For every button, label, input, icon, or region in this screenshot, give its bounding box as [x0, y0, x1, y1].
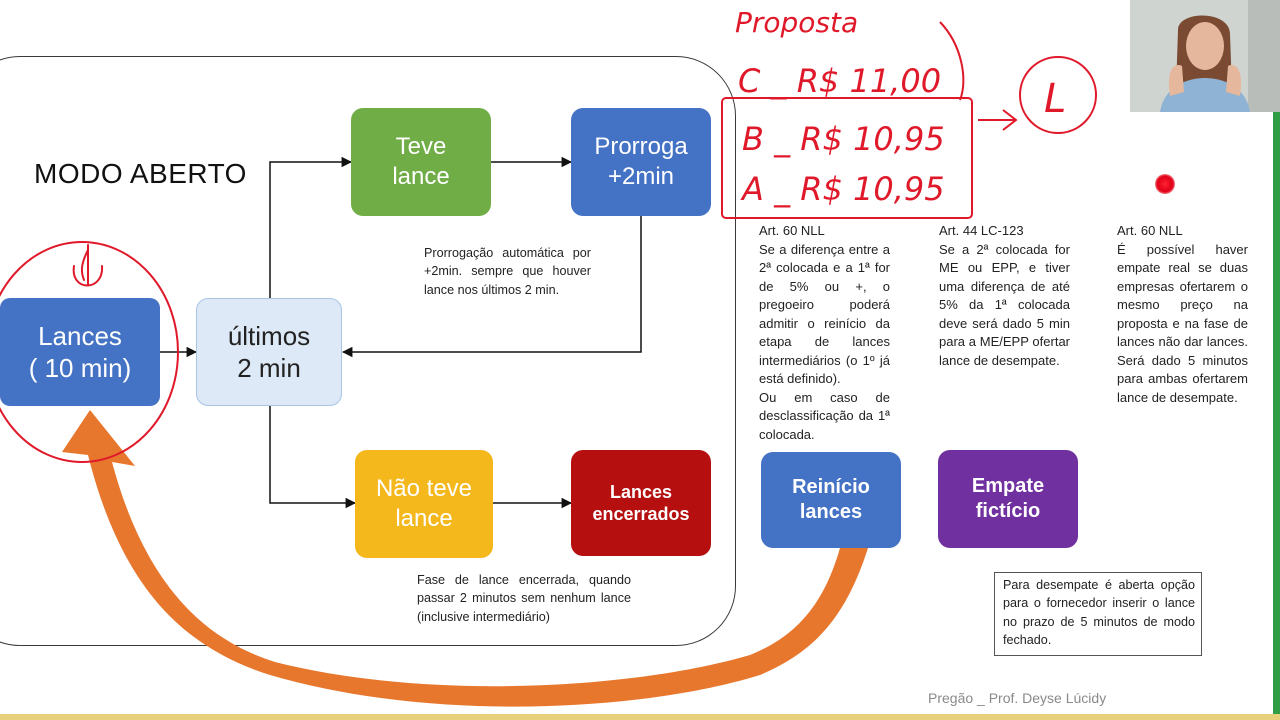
- laser-pointer-dot: [1155, 174, 1175, 194]
- handwritten-circled-l: L: [1044, 76, 1066, 122]
- handwritten-line-b: B _ R$ 10,95: [742, 120, 945, 158]
- red-bracket-annotation: [940, 22, 963, 100]
- red-arrow-to-l: [978, 110, 1016, 130]
- handwritten-line-a: A _ R$ 10,95: [740, 170, 945, 208]
- webcam-thumbnail: [1130, 0, 1280, 112]
- orange-feedback-arrow: [62, 410, 868, 707]
- bottom-accent-bar: [0, 714, 1280, 720]
- handwritten-line-c: C _ R$ 11,00: [738, 62, 941, 100]
- presenter-silhouette: [1130, 0, 1280, 112]
- slide-edge-accent: [1273, 112, 1280, 720]
- red-down-arrow-annotation: [74, 245, 102, 286]
- slide-footer: Pregão _ Prof. Deyse Lúcidy: [928, 690, 1106, 706]
- handwritten-proposta: Proposta: [735, 6, 858, 39]
